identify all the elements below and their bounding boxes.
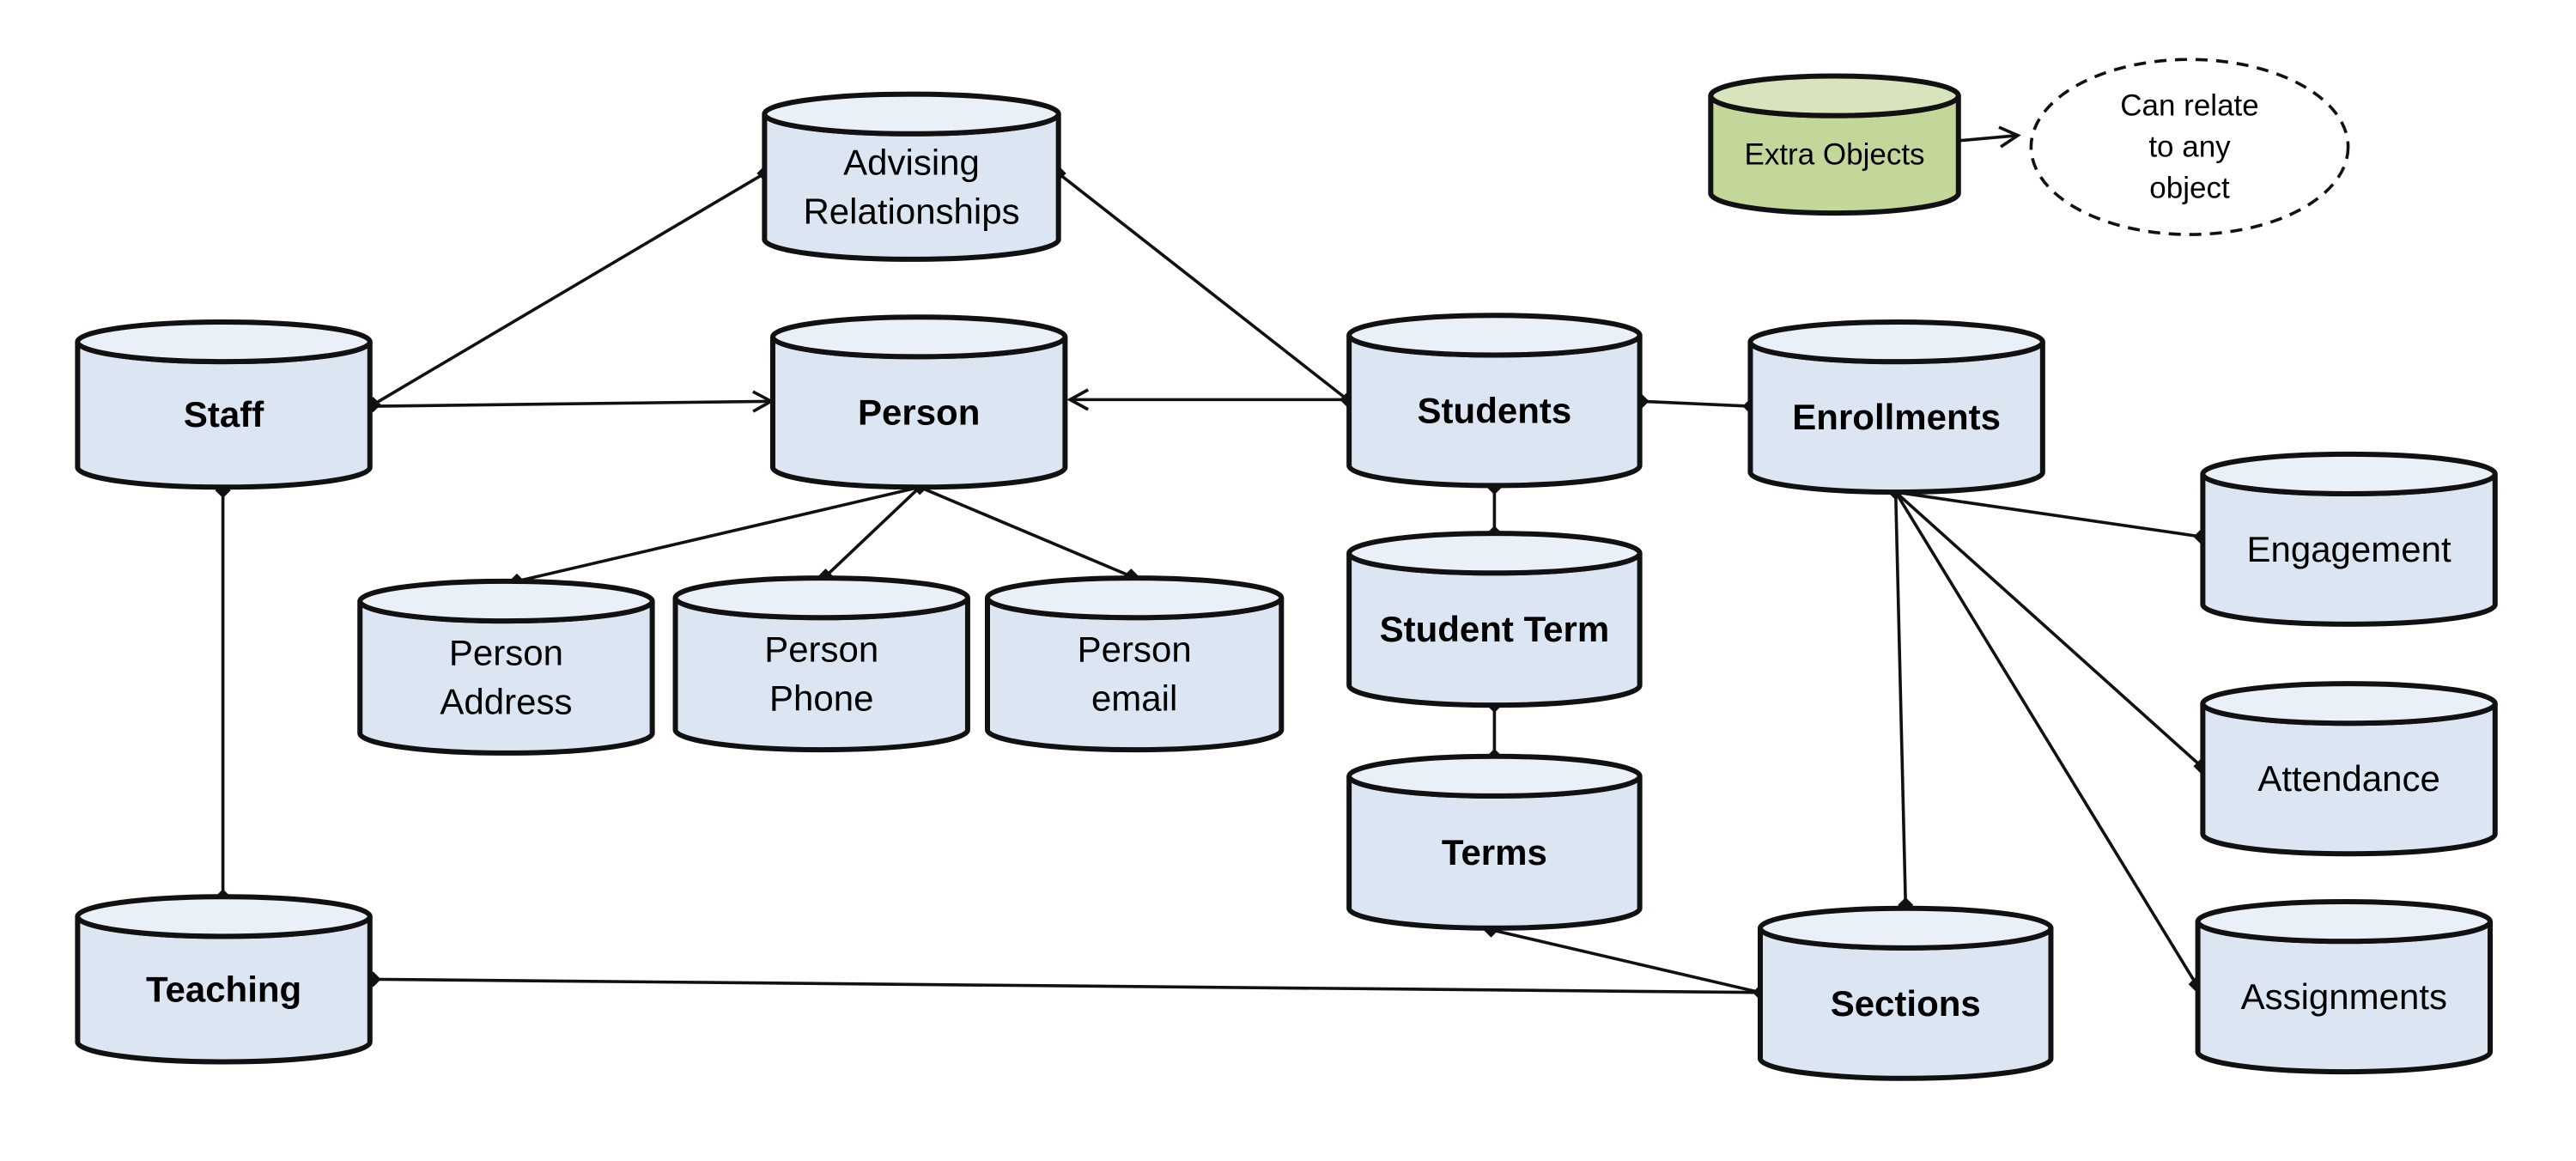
entity-label: Assignments xyxy=(2241,976,2447,1017)
entity-enrollments[interactable]: Enrollments xyxy=(1747,319,2045,495)
entity-label: Address xyxy=(440,681,572,721)
cylinder-body-icon xyxy=(357,600,655,756)
cylinder-lid-icon xyxy=(1708,73,1961,119)
entity-label: Advising xyxy=(843,142,980,182)
entity-label: Sections xyxy=(1831,983,1981,1024)
connector-line xyxy=(373,399,772,408)
entity-students[interactable]: Students xyxy=(1346,313,1643,489)
connector-line xyxy=(1894,491,2198,986)
cylinder-lid-icon xyxy=(1346,531,1643,576)
cylinder-lid-icon xyxy=(1747,319,2045,365)
edge-teaching-sections xyxy=(365,971,1768,1000)
cylinder-body-icon xyxy=(672,597,970,752)
cylinder-lid-icon xyxy=(762,91,1061,137)
connector-line xyxy=(1895,490,2202,538)
connector-line xyxy=(373,977,1761,994)
edge-terms-sections xyxy=(1483,921,1768,1000)
arrowhead-icon xyxy=(1998,125,2021,149)
entity-label: Relationships xyxy=(803,191,1019,231)
entity-label: Person xyxy=(764,629,878,670)
connector-line xyxy=(1057,172,1349,401)
cylinder-lid-icon xyxy=(2200,451,2498,497)
entity-person[interactable]: Person xyxy=(769,314,1068,490)
edge-students-enrollments xyxy=(1633,393,1759,415)
cylinder-lid-icon xyxy=(1346,313,1643,358)
entity-label: Student Term xyxy=(1380,609,1610,649)
entity-label: Terms xyxy=(1442,832,1547,872)
cylinder-lid-icon xyxy=(75,319,373,365)
entity-label: Students xyxy=(1418,390,1572,430)
edge-person-person_email xyxy=(912,479,1139,585)
connector-line xyxy=(1893,492,1908,905)
cylinder-lid-icon xyxy=(2200,681,2498,726)
entity-staff[interactable]: Staff xyxy=(75,319,373,490)
connector-line xyxy=(919,485,1133,578)
note-callout: Can relate to any object xyxy=(2029,58,2350,236)
connector-line xyxy=(516,485,920,583)
connector-line xyxy=(372,172,766,406)
edge-person-person_address xyxy=(508,479,928,589)
entity-label: Teaching xyxy=(146,969,301,1009)
entity-teaching[interactable]: Teaching xyxy=(75,894,373,1065)
entity-label: Person xyxy=(449,632,563,672)
cylinder-lid-icon xyxy=(1758,905,2054,951)
cylinder-body-icon xyxy=(985,597,1285,753)
entity-sections[interactable]: Sections xyxy=(1758,905,2054,1081)
entity-attendance[interactable]: Attendance xyxy=(2200,681,2498,857)
edge-person-person_phone xyxy=(817,479,928,585)
note-text: to any xyxy=(2148,131,2231,164)
entity-terms[interactable]: Terms xyxy=(1346,753,1643,931)
connector-line xyxy=(1491,927,1761,994)
note-text: object xyxy=(2149,172,2230,205)
entity-extra-objects[interactable]: Extra Objects xyxy=(1708,73,1961,216)
cylinder-lid-icon xyxy=(357,578,655,624)
entity-label: Engagement xyxy=(2246,529,2451,569)
connector-line xyxy=(824,486,921,578)
entity-label: Extra Objects xyxy=(1744,137,1924,171)
note-text: Can relate xyxy=(2120,89,2258,123)
edges-layer xyxy=(215,125,2209,1000)
edge-staff-person xyxy=(373,390,775,413)
edge-staff-teaching xyxy=(215,483,231,905)
cylinder-lid-icon xyxy=(672,575,970,621)
entity-engagement[interactable]: Engagement xyxy=(2200,451,2498,627)
entity-label: Enrollments xyxy=(1792,397,2001,437)
edge-enrollments-attendance xyxy=(1887,484,2209,775)
entity-label: Phone xyxy=(769,678,873,719)
connector-line xyxy=(1894,490,2202,768)
entity-label: Person xyxy=(1078,629,1192,670)
entity-label: Attendance xyxy=(2257,758,2440,799)
entity-assignments[interactable]: Assignments xyxy=(2195,899,2493,1074)
edge-enrollments-sections xyxy=(1887,484,1914,913)
cylinder-lid-icon xyxy=(75,894,373,939)
entity-label: Staff xyxy=(184,394,264,435)
cylinder-lid-icon xyxy=(1346,753,1643,799)
cylinder-lid-icon xyxy=(769,314,1068,360)
cylinder-lid-icon xyxy=(985,575,1285,621)
edge-students-advising xyxy=(1050,165,1356,408)
entity-student-term[interactable]: Student Term xyxy=(1346,531,1643,708)
entity-person-email[interactable]: Person email xyxy=(985,575,1285,753)
edge-students-person xyxy=(1066,388,1348,411)
connector-line xyxy=(1641,399,1751,408)
arrowhead-icon xyxy=(1066,388,1090,411)
cylinder-lid-icon xyxy=(2195,899,2493,945)
entity-label: Person xyxy=(858,392,980,432)
entity-label: email xyxy=(1091,678,1177,719)
dashed-ellipse-icon xyxy=(2029,58,2350,236)
edge-staff-advising xyxy=(365,165,773,413)
